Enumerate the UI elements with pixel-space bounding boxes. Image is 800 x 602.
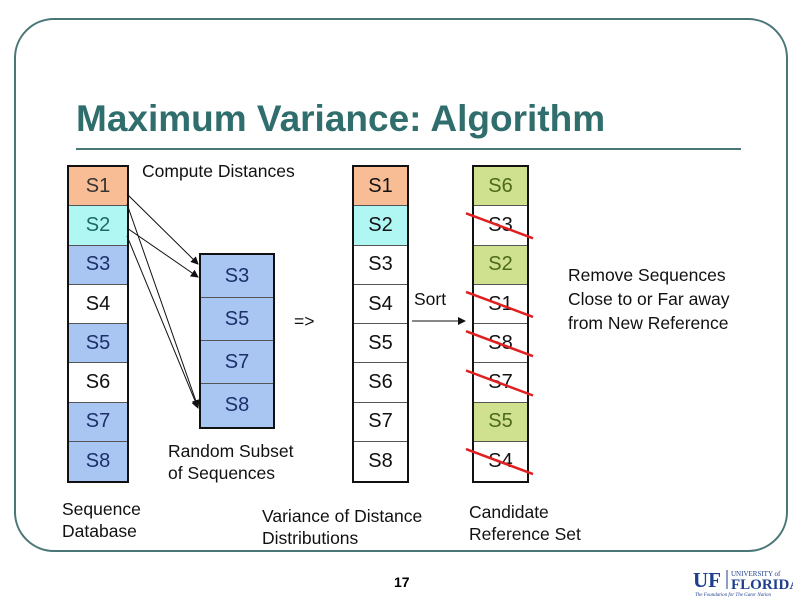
database-cell: S6 [69, 363, 127, 403]
uf-logo: UF UNIVERSITY of FLORIDA The Foundation … [693, 567, 800, 602]
distance-arrow [126, 235, 200, 409]
svg-text:FLORIDA: FLORIDA [731, 577, 793, 593]
candidate-column: S6S3S2S1S8S7S5S4 [472, 165, 529, 484]
random-subset-label: Random Subset of Sequences [168, 441, 294, 483]
candidate-cell: S2 [474, 245, 527, 285]
remove-sequences-label: Remove Sequences Close to or Far away fr… [568, 265, 730, 333]
distance-arrow [126, 193, 199, 265]
variance-label: Variance of Distance Distributions [262, 506, 423, 548]
subset-cell: S3 [201, 255, 273, 298]
database-cell: S7 [69, 402, 127, 443]
slide-frame [14, 18, 788, 552]
variance-cell: S2 [354, 206, 407, 246]
variance-cell: S1 [354, 167, 407, 207]
strike-line [465, 212, 534, 240]
distance-arrow [126, 203, 200, 408]
variance-cell: S5 [354, 324, 407, 364]
database-cell: S2 [69, 206, 127, 246]
distance-arrow [126, 227, 199, 278]
strike-line [465, 369, 534, 397]
subset-cell: S8 [224, 394, 250, 416]
svg-text:The Foundation for The Gator N: The Foundation for The Gator Nation [695, 593, 771, 597]
variance-cell: S7 [354, 402, 407, 443]
title-rule [76, 148, 741, 150]
variance-cell: S6 [354, 363, 407, 403]
variance-cell: S4 [354, 284, 407, 325]
slide-title: Maximum Variance: Algorithm [76, 98, 606, 139]
database-cell: S8 [69, 442, 127, 482]
database-cell: S5 [69, 324, 127, 364]
svg-text:UF: UF [693, 568, 721, 592]
strike-line [465, 447, 534, 476]
sort-label: Sort [414, 289, 447, 309]
candidate-label: Candidate Reference Set [469, 502, 581, 544]
subset-cell: S5 [201, 298, 273, 341]
variance-cell: S8 [354, 442, 407, 482]
candidate-cell: S5 [474, 402, 527, 443]
database-cell: S3 [69, 245, 127, 285]
candidate-cell: S6 [474, 167, 527, 207]
subset-cell: S7 [201, 341, 273, 384]
strike-line [465, 290, 534, 319]
implies-arrow-text: => [294, 311, 315, 331]
database-cell: S1 [69, 167, 127, 207]
sequence-database-label: Sequence Database [62, 499, 141, 541]
compute-distances-label: Compute Distances [142, 161, 295, 181]
variance-cell: S3 [354, 245, 407, 285]
strike-line [465, 330, 534, 358]
database-cell: S4 [69, 284, 127, 325]
page-number: 17 [394, 574, 410, 590]
svg-text:UNIVERSITY of: UNIVERSITY of [731, 570, 781, 578]
